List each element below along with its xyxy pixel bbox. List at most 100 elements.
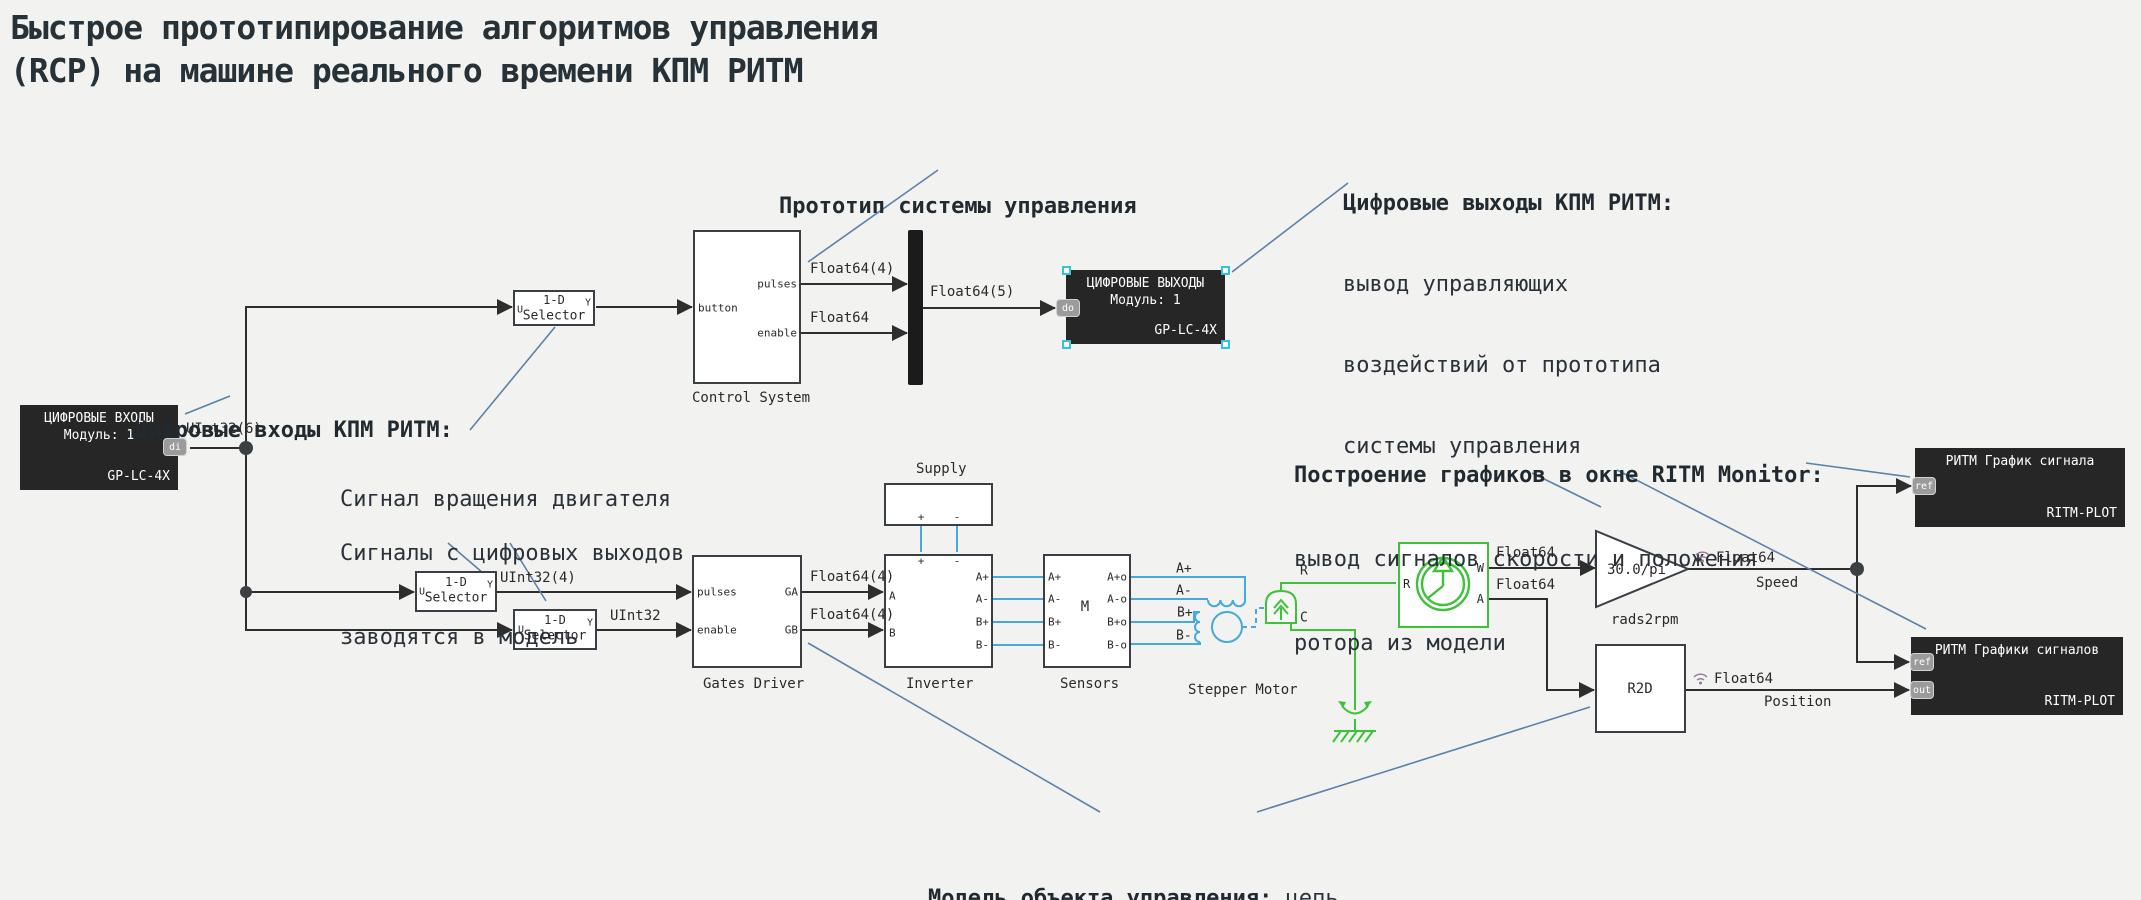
electric-wires[interactable] bbox=[920, 526, 1265, 646]
wire-label: Sensors bbox=[1060, 676, 1120, 692]
wire-label: R2D bbox=[1627, 681, 1653, 697]
wire-speed-to-plot2[interactable] bbox=[1856, 569, 1910, 670]
block-footer: GP-LC-4X bbox=[1154, 323, 1217, 338]
wire-to-selector-top[interactable] bbox=[245, 299, 513, 448]
ground-arrowheads bbox=[1338, 701, 1372, 708]
selection-handle[interactable] bbox=[1221, 340, 1230, 349]
annotation-digital-outputs[interactable]: Цифровые выходы КПМ РИТМ: вывод управляю… bbox=[1343, 191, 1675, 459]
block-title: ЦИФРОВЫЕ ВЫХОДЫ bbox=[1086, 276, 1205, 291]
wire-label: + bbox=[917, 510, 925, 524]
wire-label: A+o bbox=[1107, 570, 1127, 584]
wire-label: B- bbox=[1048, 638, 1062, 652]
wire-label: rads2rpm bbox=[1611, 612, 1679, 628]
wire-label: R bbox=[1403, 577, 1411, 591]
port-tag-ref[interactable]: ref bbox=[1912, 477, 1936, 495]
wire-label: Selector bbox=[523, 628, 587, 644]
ground-bar bbox=[1334, 719, 1376, 732]
wire-label: B+o bbox=[1107, 615, 1127, 629]
wire-label: A+ bbox=[975, 570, 989, 584]
r2d-block[interactable] bbox=[1595, 644, 1686, 733]
wire-label: - bbox=[953, 510, 961, 524]
ritm-plot-multi-block[interactable]: РИТМ Графики сигналов RITM-PLOT bbox=[1911, 637, 2123, 715]
wire-label: U bbox=[419, 586, 426, 598]
wire-label: A- bbox=[1048, 592, 1062, 606]
annotation-plots[interactable]: Построение графиков в окне RITM Monitor:… bbox=[1294, 463, 1824, 656]
wireless-signal-icon bbox=[1693, 673, 1708, 685]
selection-handle[interactable] bbox=[1062, 340, 1071, 349]
wire-label: A- bbox=[975, 592, 989, 606]
port-tag-di[interactable]: di bbox=[163, 438, 187, 456]
mechanical-wires[interactable] bbox=[1265, 582, 1396, 743]
wireless-signal-icon bbox=[1695, 551, 1710, 563]
wire-label: B+ bbox=[975, 615, 989, 629]
wire-label: pulses bbox=[697, 585, 737, 599]
annotation-rotation-signal[interactable]: Сигнал вращения двигателя bbox=[340, 487, 672, 512]
gauge-icon bbox=[1415, 554, 1471, 612]
wire-label: U bbox=[517, 304, 524, 316]
digital-outputs-block[interactable]: ЦИФРОВЫЕ ВЫХОДЫ Модуль: 1 GP-LC-4X bbox=[1066, 270, 1225, 344]
wire-label: UInt32(6) bbox=[186, 421, 262, 437]
wire-label: Float64 bbox=[1716, 550, 1776, 566]
rotation-meter-block[interactable] bbox=[1398, 542, 1489, 628]
inverter-block[interactable] bbox=[884, 554, 993, 668]
wire-label: A+ bbox=[1176, 561, 1192, 577]
digital-inputs-block[interactable]: ЦИФРОВЫЕ ВХОДЫ Модуль: 1 GP-LC-4X bbox=[20, 405, 178, 490]
signal-wires[interactable] bbox=[190, 276, 1912, 698]
port-tag-ref[interactable]: ref bbox=[1910, 653, 1934, 671]
supply-block[interactable] bbox=[884, 483, 993, 526]
wire-label: UInt32(4) bbox=[500, 570, 576, 586]
wire-label: Supply bbox=[916, 461, 967, 477]
wire-label: UInt32 bbox=[610, 608, 661, 624]
wire-label: 30.0/pi bbox=[1607, 562, 1667, 578]
port-tag-out[interactable]: out bbox=[1910, 681, 1934, 699]
control-system-block[interactable] bbox=[693, 230, 801, 384]
annotation-prototype[interactable]: Прототип системы управления bbox=[779, 194, 1137, 219]
wire-label: Selector bbox=[424, 590, 488, 606]
wire-label: 1-D bbox=[544, 613, 566, 627]
wire-label: Float64(5) bbox=[930, 284, 1015, 300]
wire-label: B+ bbox=[1048, 615, 1062, 629]
wire-sensor-r[interactable] bbox=[1280, 582, 1396, 591]
block-title: ЦИФРОВЫЕ ВХОДЫ bbox=[44, 411, 154, 426]
wire-label: Y bbox=[586, 617, 593, 629]
wire-label: Y bbox=[584, 297, 591, 309]
selector-block-2[interactable] bbox=[415, 571, 497, 612]
wire-label: Gates Driver bbox=[703, 676, 805, 692]
wire-label: A bbox=[1476, 592, 1484, 606]
port-tag-do[interactable]: do bbox=[1056, 299, 1080, 317]
annotation-signals-to-model[interactable]: Сигналы с цифровых выходов заводятся в м… bbox=[340, 541, 685, 650]
wire-label: Selector bbox=[522, 308, 586, 324]
wire-label: GB bbox=[784, 623, 798, 637]
gates-driver-block[interactable] bbox=[692, 555, 802, 668]
annotation-plant-model[interactable]: Модель объекта управления: цепь электроп… bbox=[928, 886, 1339, 900]
wire-label: B+ bbox=[1177, 605, 1193, 621]
leader-lines bbox=[184, 169, 1927, 813]
selection-handle[interactable] bbox=[1221, 266, 1230, 275]
selection-handle[interactable] bbox=[1062, 266, 1071, 275]
wire-label: Float64 bbox=[1496, 577, 1556, 593]
mux-block[interactable] bbox=[908, 230, 923, 385]
selector-block-3[interactable] bbox=[513, 609, 597, 650]
sensors-block[interactable] bbox=[1043, 554, 1131, 668]
wire-to-selector-3[interactable] bbox=[245, 448, 513, 638]
annotation-digital-inputs[interactable]: Цифровые входы КПМ РИТМ: bbox=[135, 418, 453, 443]
ritm-plot-single-block[interactable]: РИТМ График сигнала RITM-PLOT bbox=[1915, 448, 2125, 527]
wire-label: C bbox=[1300, 610, 1308, 626]
wire-label: A- bbox=[1176, 583, 1192, 599]
rotor-circle bbox=[1211, 611, 1243, 643]
block-title: РИТМ График сигнала bbox=[1945, 454, 2095, 469]
wire-label: B- bbox=[1176, 628, 1192, 644]
gain-block[interactable] bbox=[1595, 529, 1691, 609]
ground-hatch bbox=[1332, 730, 1374, 743]
wire-label: Float64 bbox=[1496, 545, 1556, 561]
wire-label: W bbox=[1476, 561, 1484, 575]
wire-sensor-c[interactable] bbox=[1290, 623, 1356, 710]
wire-a-out[interactable] bbox=[1489, 598, 1595, 698]
block-footer: RITM-PLOT bbox=[2046, 506, 2117, 521]
wire-speed-to-plot1[interactable] bbox=[1856, 478, 1912, 569]
wire-label: Y bbox=[486, 579, 493, 591]
selector-block-1[interactable] bbox=[513, 290, 595, 326]
coil-phase-b bbox=[1194, 611, 1201, 643]
